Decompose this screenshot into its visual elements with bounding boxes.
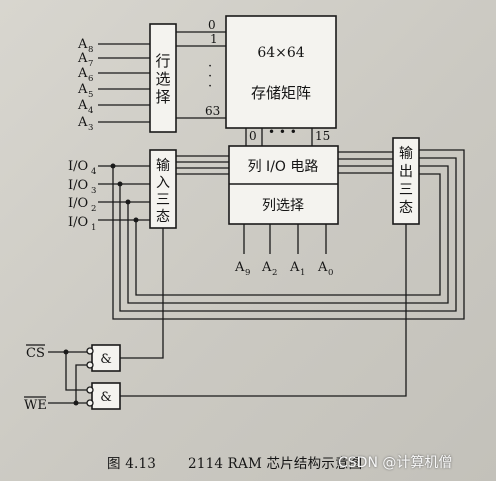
column-ellipsis: • • •	[268, 125, 297, 139]
control-wires	[48, 224, 407, 404]
column-15-label: 15	[315, 129, 330, 143]
csdn-watermark: CSDN @计算机僧	[338, 455, 453, 471]
io-label-4: I/O	[68, 159, 88, 174]
svg-text:态: 态	[156, 209, 170, 225]
svg-text:&: &	[100, 352, 112, 367]
cs-label: CS	[26, 346, 45, 361]
addr-label-a1: A	[289, 260, 300, 275]
row-select-char-3: 择	[155, 88, 170, 106]
column-address-lines	[243, 224, 327, 254]
addr-label-a6: A	[77, 66, 88, 81]
word-line-1-label: 1	[210, 32, 218, 46]
column-select-label: 列选择	[262, 198, 304, 214]
svg-text:输: 输	[156, 158, 170, 174]
addr-label-a9: A	[234, 260, 245, 275]
row-ellipsis-1: ·	[208, 59, 212, 74]
addr-label-a5: A	[77, 82, 88, 97]
and-gate-top: &	[86, 344, 121, 372]
svg-text:1: 1	[91, 223, 96, 233]
column-lines	[245, 128, 313, 146]
svg-text:&: &	[100, 390, 112, 405]
column-0-label: 0	[249, 129, 257, 143]
addr-label-a4: A	[77, 98, 88, 113]
figure-caption: 图 4.13 2114 RAM 芯片结构示意图	[0, 452, 496, 472]
row-ellipsis-3: ·	[208, 79, 212, 94]
addr-label-a8: A	[77, 37, 88, 52]
array-size-label: 64×64	[257, 45, 304, 61]
row-ellipsis-2: ·	[208, 69, 212, 84]
word-line-63-label: 63	[205, 104, 220, 118]
svg-text:1: 1	[300, 268, 305, 278]
addr-label-a0: A	[317, 260, 328, 275]
svg-text:三: 三	[156, 192, 170, 208]
io-label-2: I/O	[68, 196, 88, 211]
row-address-lines	[98, 43, 150, 123]
input-to-column-io-wires	[176, 155, 229, 175]
svg-text:0: 0	[328, 268, 333, 278]
word-lines	[176, 31, 226, 119]
svg-text:3: 3	[88, 123, 93, 133]
memory-array-box	[225, 15, 337, 129]
addr-label-a2: A	[261, 260, 272, 275]
svg-text:2: 2	[272, 268, 277, 278]
caption-number: 图 4.13	[107, 456, 157, 472]
svg-text:5: 5	[88, 90, 93, 100]
addr-label-a7: A	[77, 51, 88, 66]
io-input-wires	[98, 165, 150, 221]
svg-text:8: 8	[88, 45, 93, 55]
svg-text:7: 7	[88, 59, 93, 69]
word-line-0-label: 0	[208, 18, 216, 32]
svg-text:态: 态	[399, 200, 413, 216]
svg-text:4: 4	[91, 167, 96, 177]
svg-text:6: 6	[88, 74, 93, 84]
svg-text:入: 入	[156, 175, 170, 191]
svg-text:2: 2	[91, 204, 96, 214]
svg-text:三: 三	[399, 182, 413, 198]
row-select-char-1: 行	[155, 52, 170, 70]
row-select-box	[149, 23, 177, 133]
addr-label-a3: A	[77, 115, 88, 130]
io-label-1: I/O	[68, 215, 88, 230]
row-select-char-2: 选	[155, 70, 170, 88]
svg-text:9: 9	[245, 268, 250, 278]
output-feedback-wires	[112, 149, 465, 320]
we-label: WE	[24, 398, 47, 413]
svg-text:输: 输	[399, 146, 413, 162]
and-gate-bottom: &	[86, 382, 121, 410]
io-label-3: I/O	[68, 178, 88, 193]
column-io-label: 列 I/O 电路	[248, 159, 319, 175]
caption-title: 2114 RAM 芯片结构示意图	[188, 456, 363, 472]
column-io-to-output-wires	[338, 151, 393, 174]
array-name-label: 存储矩阵	[251, 84, 311, 102]
svg-text:4: 4	[88, 106, 93, 116]
svg-text:出: 出	[399, 164, 413, 180]
column-io-block	[228, 145, 339, 225]
svg-text:3: 3	[91, 186, 96, 196]
